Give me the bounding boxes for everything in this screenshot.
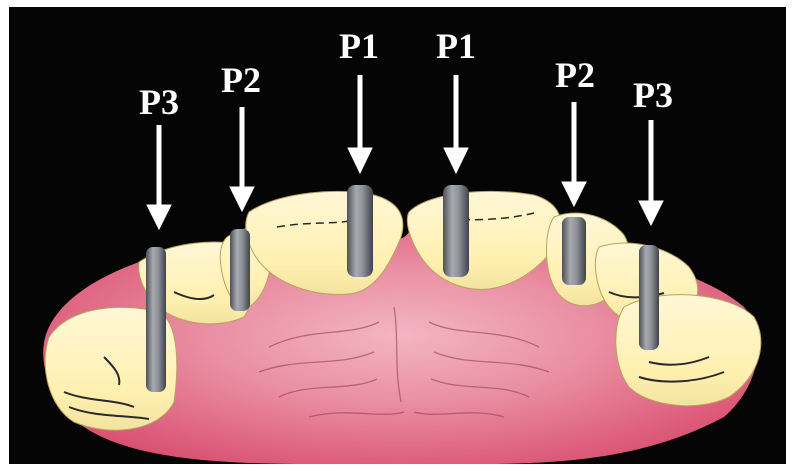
label-right-p1: P1 xyxy=(436,28,476,64)
post-left-p2 xyxy=(230,229,250,311)
arrow-right-p2 xyxy=(562,102,586,206)
label-right-p3: P3 xyxy=(633,77,673,113)
arrow-left-p3 xyxy=(147,125,171,229)
post-left-p1 xyxy=(347,185,373,277)
post-right-p2 xyxy=(562,217,586,285)
post-right-p3 xyxy=(639,245,659,350)
label-left-p1: P1 xyxy=(339,28,379,64)
arrow-left-p2 xyxy=(230,107,254,211)
arrow-left-p1 xyxy=(348,75,372,173)
label-left-p2: P2 xyxy=(221,62,261,98)
arrow-right-p3 xyxy=(639,120,663,225)
arrow-right-p1 xyxy=(444,75,468,173)
right-molar xyxy=(616,295,761,406)
post-right-p1 xyxy=(443,185,469,277)
illustration-panel: P3 P2 P1 P1 P2 P3 xyxy=(9,7,786,464)
label-left-p3: P3 xyxy=(139,84,179,120)
label-right-p2: P2 xyxy=(555,57,595,93)
post-left-p3 xyxy=(146,247,166,392)
